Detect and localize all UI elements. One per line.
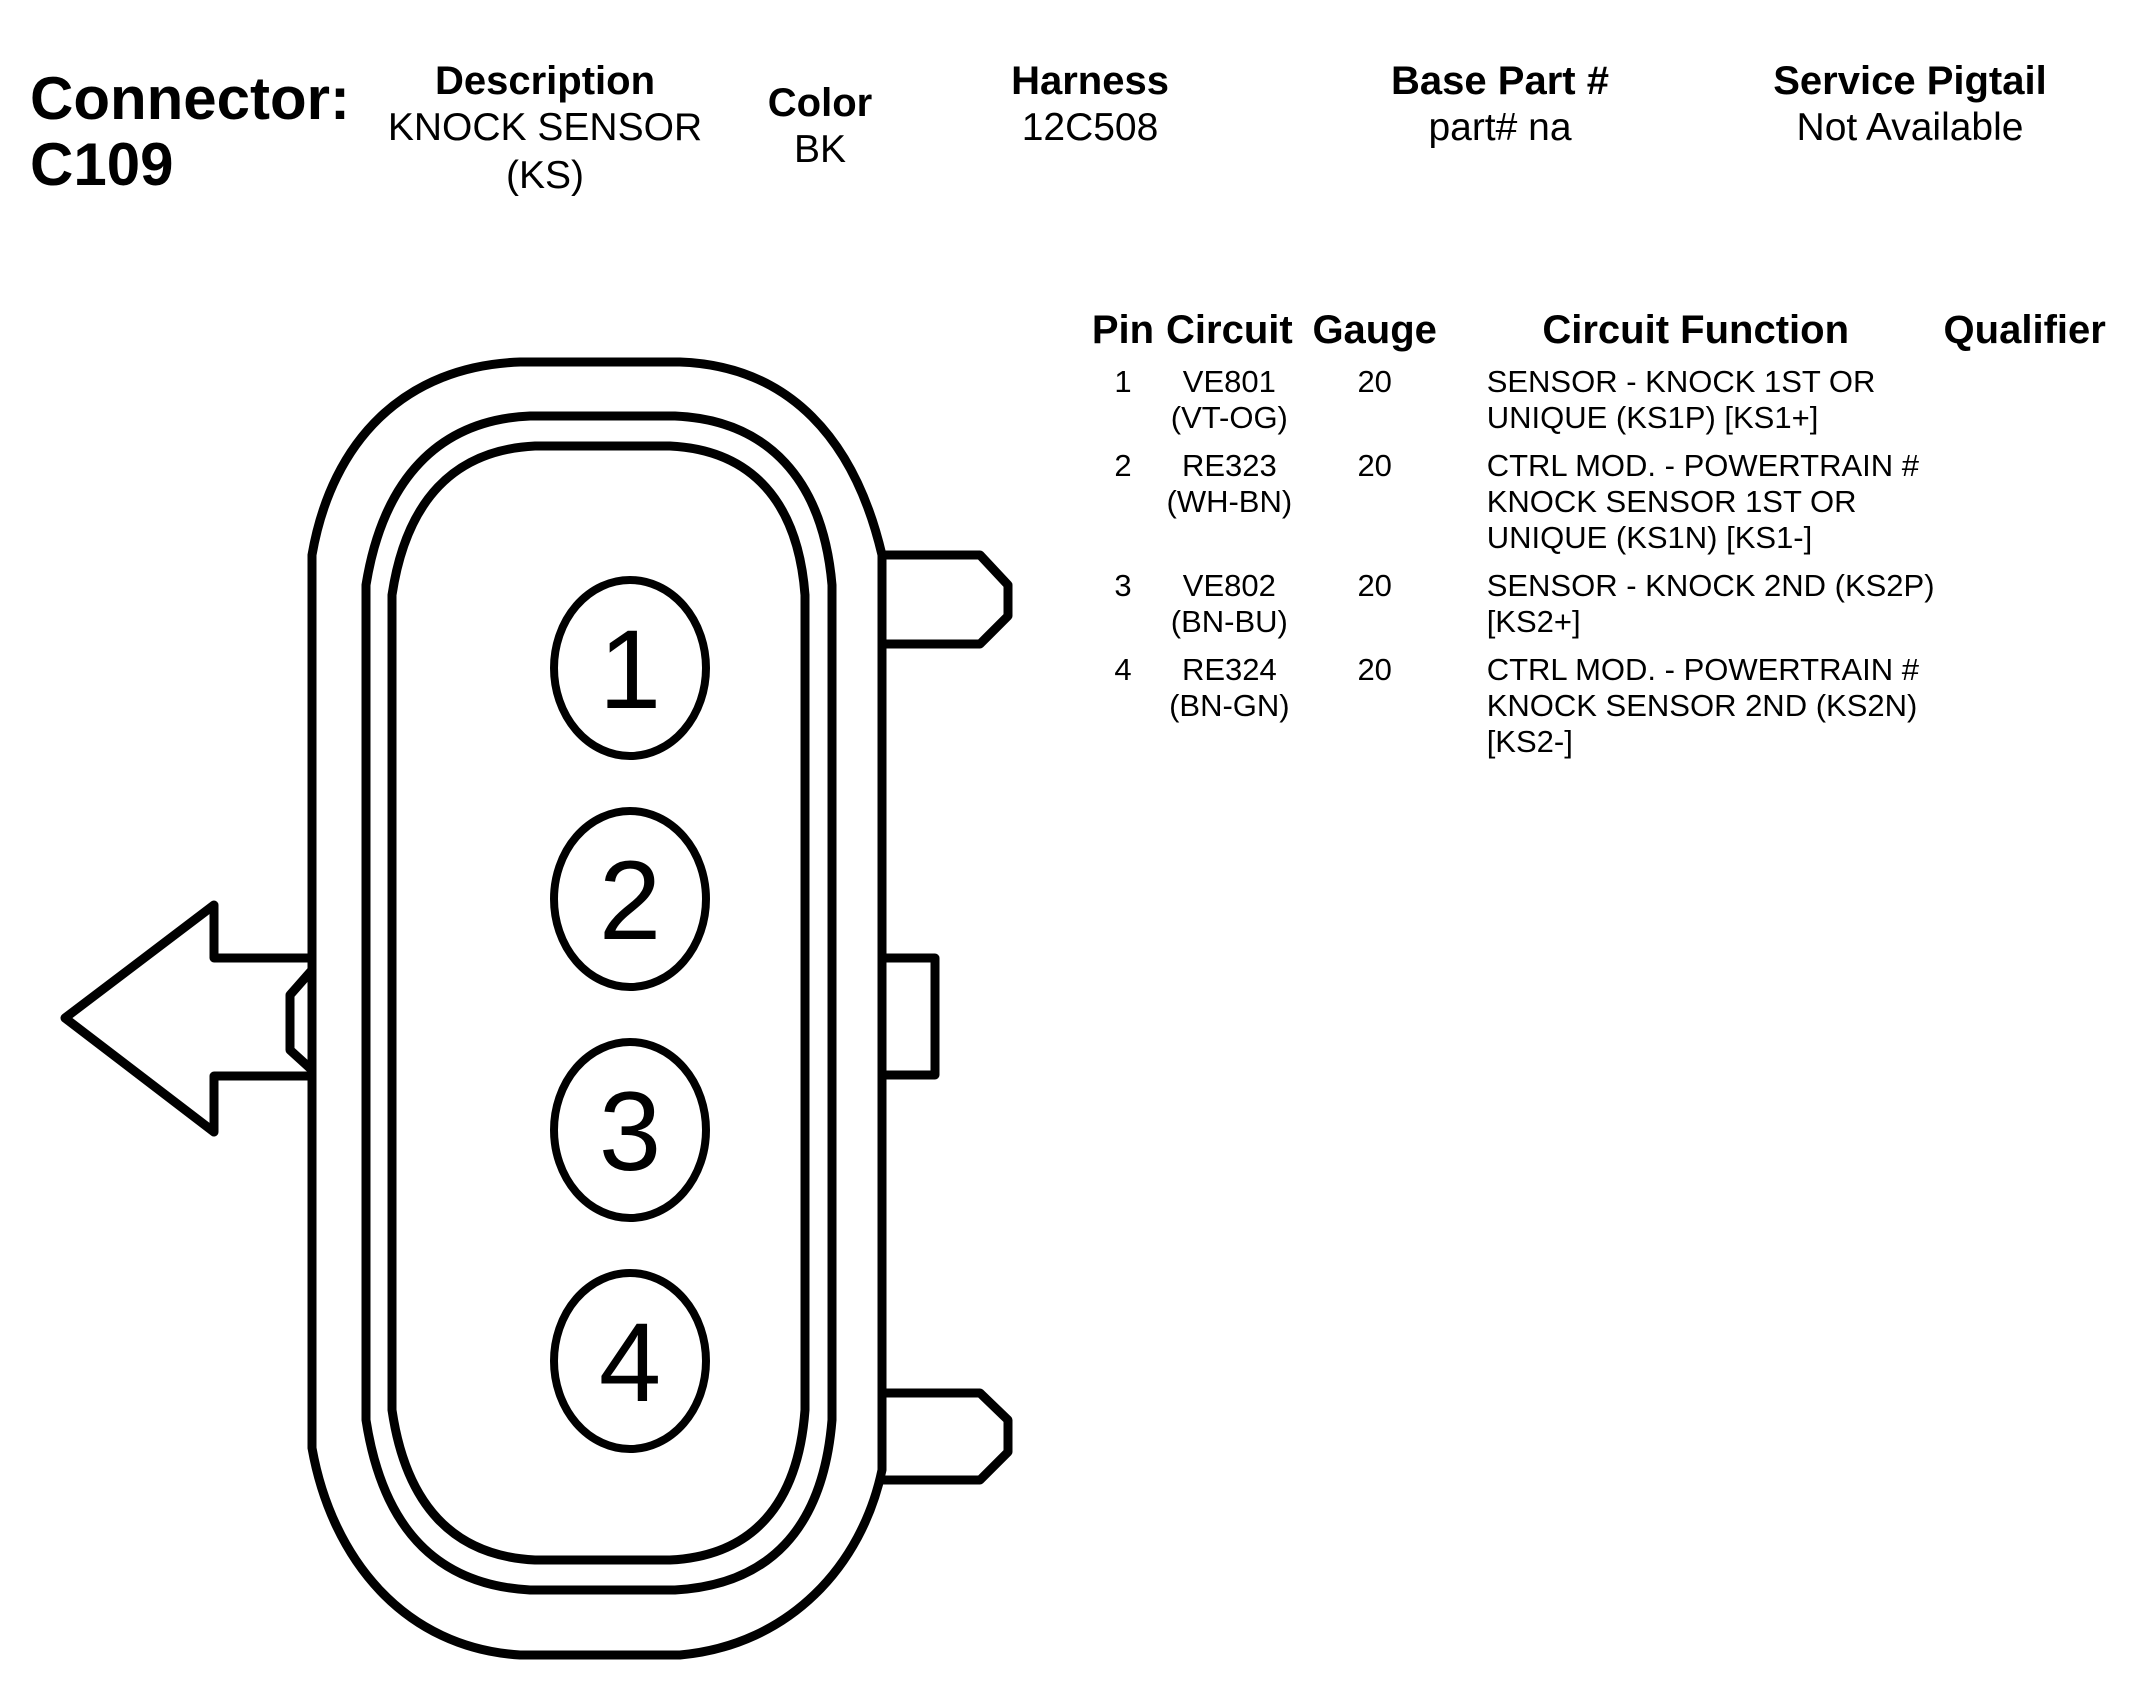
gauge-cell: 20 (1357, 652, 1392, 687)
harness-value: 12C508 (1021, 106, 1159, 149)
col-header-gauge: Gauge (1312, 308, 1437, 352)
circuit-cell: VE802(BN-BU) (1166, 568, 1293, 652)
pin-circle (550, 807, 710, 991)
color-value: BK (793, 128, 847, 171)
pin-cavity-4: 4 (550, 1269, 710, 1453)
pin-cavity-2: 2 (550, 807, 710, 991)
gauge-cell: 20 (1357, 364, 1392, 399)
description-label: Description (434, 59, 656, 103)
pin-cavity-number: 3 (599, 1069, 661, 1194)
pin-number: 4 (1114, 652, 1132, 687)
col-header-circuit: Circuit (1166, 308, 1293, 352)
circuit-cell: RE323(WH-BN) (1166, 448, 1293, 568)
wire-color: (WH-BN) (1166, 484, 1293, 519)
circuit-function-cell: CTRL MOD. - POWERTRAIN # KNOCK SENSOR 1S… (1486, 448, 1919, 555)
gauge-cell: 20 (1357, 448, 1392, 483)
qualifier-cell (1935, 364, 2115, 448)
circuit-id: VE801 (1182, 364, 1276, 399)
service-pigtail-field: Service Pigtail Not Available (1740, 58, 2080, 152)
base-part-value: part# na (1428, 106, 1572, 149)
qualifier-cell (1935, 448, 2115, 568)
harness-field: Harness 12C508 (980, 58, 1200, 152)
qualifier-cell (1935, 652, 2115, 772)
wire-color: (VT-OG) (1170, 400, 1288, 435)
description-value: KNOCK SENSOR (KS) (387, 106, 703, 197)
pin-number: 3 (1114, 568, 1132, 603)
col-header-pin: Pin (1091, 308, 1155, 352)
circuit-id: RE323 (1181, 448, 1277, 483)
circuit-cell: VE801(VT-OG) (1166, 364, 1293, 448)
table-row: 3 VE802(BN-BU) 20 SENSOR - KNOCK 2ND (KS… (1080, 568, 2115, 652)
pin-cavity-number: 1 (599, 607, 661, 732)
pin-number: 2 (1114, 448, 1132, 483)
mating-direction-arrow-icon (60, 900, 317, 1137)
connector-label: Connector: (30, 65, 350, 132)
wire-color: (BN-BU) (1170, 604, 1288, 639)
table-row: 2 RE323(WH-BN) 20 CTRL MOD. - POWERTRAIN… (1080, 448, 2115, 568)
col-header-qualifier: Qualifier (1943, 308, 2106, 352)
gauge-cell: 20 (1357, 568, 1392, 603)
middle-key-outline (877, 953, 940, 1080)
connector-id: C109 (30, 131, 174, 198)
circuit-cell: RE324(BN-GN) (1166, 652, 1293, 772)
pin-cavity-1: 1 (550, 576, 710, 760)
table-row: 1 VE801(VT-OG) 20 SENSOR - KNOCK 1ST OR … (1080, 364, 2115, 448)
pin-cavity-3: 3 (550, 1038, 710, 1222)
qualifier-cell (1935, 568, 2115, 652)
base-part-label: Base Part # (1391, 59, 1609, 103)
circuit-function-cell: SENSOR - KNOCK 1ST OR UNIQUE (KS1P) [KS1… (1486, 364, 1876, 435)
pin-circle (550, 1038, 710, 1222)
color-field: Color BK (740, 80, 900, 174)
description-field: Description KNOCK SENSOR (KS) (360, 58, 730, 200)
table-row: 4 RE324(BN-GN) 20 CTRL MOD. - POWERTRAIN… (1080, 652, 2115, 772)
pin-circle (550, 576, 710, 760)
pin-cavity-number: 4 (599, 1300, 661, 1425)
pin-cavity-number: 2 (599, 838, 661, 963)
connector-cavity-outline (387, 441, 810, 1565)
service-pigtail-label: Service Pigtail (1773, 59, 2047, 103)
base-part-field: Base Part # part# na (1340, 58, 1660, 152)
connector-title: Connector: C109 (30, 66, 350, 198)
left-key-outline (285, 965, 317, 1075)
lower-latch-outline (877, 1388, 1013, 1485)
col-header-circuit-function: Circuit Function (1542, 308, 1849, 352)
service-pigtail-value: Not Available (1796, 106, 2024, 149)
circuit-function-cell: CTRL MOD. - POWERTRAIN # KNOCK SENSOR 2N… (1486, 652, 1919, 759)
connector-inner-wall (361, 411, 837, 1595)
wire-color: (BN-GN) (1169, 688, 1290, 723)
circuit-id: VE802 (1182, 568, 1276, 603)
connector-housing-outline (307, 357, 887, 1660)
circuit-function-cell: SENSOR - KNOCK 2ND (KS2P) [KS2+] (1486, 568, 1935, 639)
color-label: Color (767, 81, 873, 125)
pin-circle (550, 1269, 710, 1453)
upper-latch-outline (877, 550, 1013, 649)
pin-table: Pin Circuit Gauge Circuit Function Quali… (1080, 306, 2115, 772)
pin-table-header-row: Pin Circuit Gauge Circuit Function Quali… (1080, 306, 2115, 364)
circuit-id: RE324 (1181, 652, 1277, 687)
harness-label: Harness (1011, 59, 1169, 103)
pin-number: 1 (1114, 364, 1132, 399)
